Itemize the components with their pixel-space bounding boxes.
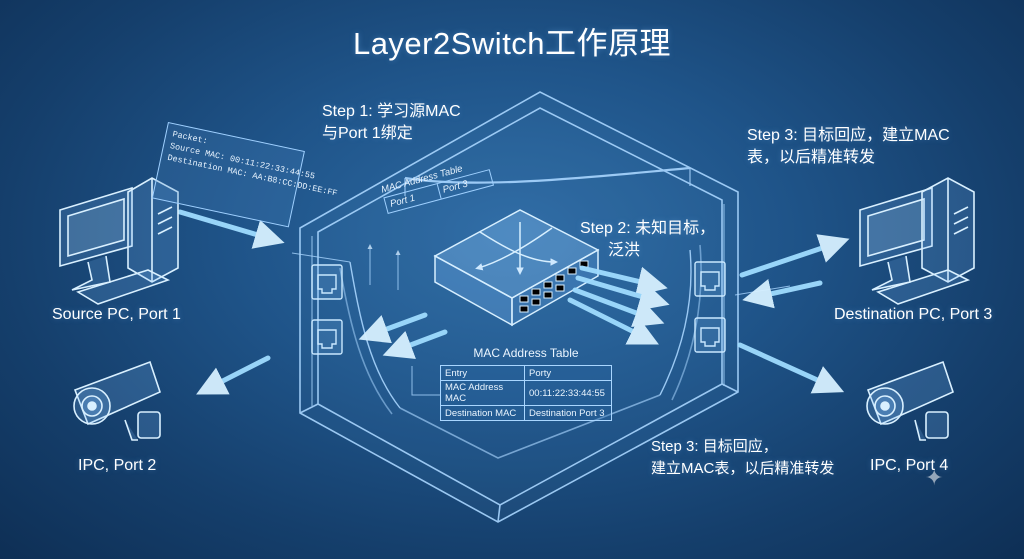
step3-bottom-line2: 建立MAC表，以后精准转发 [651,460,835,477]
step1-line1: Step 1: 学习源MAC [322,103,461,120]
step2-line1: Step 2: 未知目标， [580,220,716,237]
step3-top-line2: 表，以后精准转发 [747,149,876,166]
step3-top-line1: Step 3: 目标回应，建立MAC [747,127,950,144]
step1-label: Step 1: 学习源MAC 与Port 1绑定 [322,101,461,145]
table-cell: Destination MAC [440,405,525,421]
pc-icon [859,177,975,305]
step1-line2: 与Port 1绑定 [322,125,413,142]
ethernet-port-icon [311,264,343,355]
step3-bottom-label: Step 3: 目标回应， 建立MAC表，以后精准转发 [651,436,834,480]
table-cell: 00:11:22:33:44:55 [524,380,612,406]
flow-arrows [177,209,850,395]
step3-top-label: Step 3: 目标回应，建立MAC 表，以后精准转发 [747,125,950,169]
mac-table-caption: MAC Address Table [473,346,579,360]
ipc-port4-label: IPC, Port 4 [870,457,949,474]
step3-bottom-line1: Step 3: 目标回应， [651,438,778,455]
destination-pc-label: Destination PC, Port 3 [834,306,993,323]
ipc-port2-label: IPC, Port 2 [78,457,157,474]
pc-icon [59,177,179,305]
connector-lines [291,244,791,396]
mac-table-grid: Entry Porty MAC Address MAC 00:11:22:33:… [440,365,612,421]
camera-icon [73,360,161,441]
step2-line2: 泛洪 [608,242,641,259]
sparkle-icon: ✦ [925,465,944,490]
table-cell: Destination Port 3 [524,405,612,421]
switch-icon [433,209,600,327]
table-row: Destination MAC Destination Port 3 [440,405,612,421]
table-header-row: Entry Porty [440,365,612,381]
table-header-cell: Entry [440,365,525,381]
switch-enclosure [299,91,739,523]
step2-label: Step 2: 未知目标， 泛洪 [580,218,715,262]
table-row: MAC Address MAC 00:11:22:33:44:55 [440,380,612,406]
table-cell: MAC Address MAC [440,380,525,406]
mac-address-table: MAC Address Table Entry Porty MAC Addres… [440,346,612,421]
ethernet-port-icon [694,261,726,353]
table-header-cell: Porty [524,365,612,381]
source-pc-label: Source PC, Port 1 [52,306,181,323]
camera-icon [866,360,954,441]
page-title: Layer2Switch工作原理 [352,26,672,61]
